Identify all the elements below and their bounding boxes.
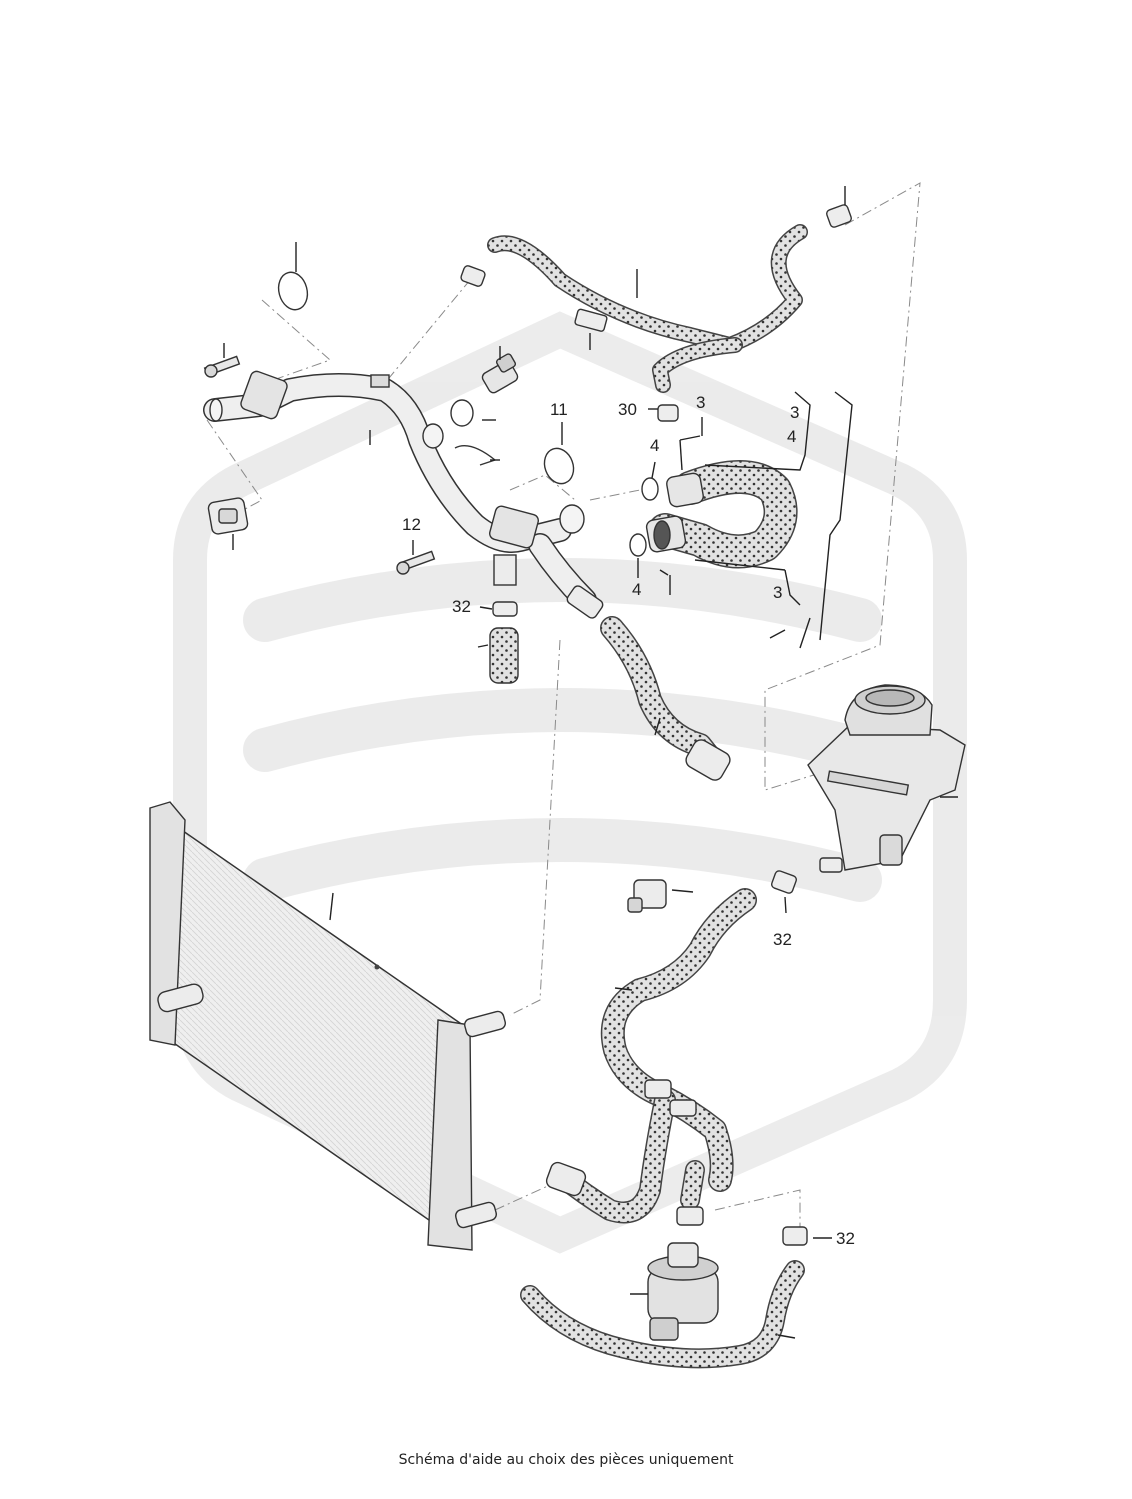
retaining-clip	[454, 445, 497, 466]
label-3-top: 3	[696, 393, 705, 412]
pipe-clamp-left	[207, 497, 249, 535]
label-32-lower: 32	[836, 1229, 855, 1248]
hose-clamp-top-right	[826, 204, 852, 228]
o-ring-sensor	[450, 399, 474, 427]
o-ring-upper-left	[277, 271, 309, 311]
hose-holder-clip	[574, 308, 608, 332]
hose-clamp-32-tank	[771, 870, 797, 894]
caption: Schéma d'aide au choix des pièces unique…	[398, 1452, 734, 1468]
label-3-right: 3	[790, 403, 799, 422]
electric-water-pump	[647, 1242, 719, 1341]
curved-hose-3	[645, 460, 798, 569]
coolant-pipe	[203, 370, 604, 619]
holder-bracket	[627, 879, 667, 913]
hose-clamp-top-left	[460, 265, 486, 287]
label-12: 12	[402, 515, 421, 534]
hose-clamp-30	[657, 404, 679, 422]
label-3-lower: 3	[773, 583, 782, 602]
hose-clamp-32-lower	[782, 1226, 808, 1246]
label-4-upper: 4	[650, 436, 659, 455]
upper-bleed-hose	[487, 224, 808, 393]
o-ring-4-upper	[641, 477, 659, 501]
o-ring-4-lower	[629, 533, 647, 557]
lower-coolant-hose	[545, 888, 757, 1224]
label-32-pipe: 32	[452, 597, 471, 616]
bottom-pump-hose	[520, 1260, 805, 1369]
bolt-upper	[203, 355, 241, 378]
label-30: 30	[618, 400, 637, 419]
label-11: 11	[550, 400, 568, 419]
expansion-tank	[807, 684, 966, 873]
radiator	[149, 801, 506, 1251]
short-hose-32	[489, 601, 519, 684]
label-4-right: 4	[787, 427, 796, 446]
temperature-sensor	[481, 353, 519, 394]
radiator-upper-hose	[600, 616, 731, 781]
label-32-tank: 32	[773, 930, 792, 949]
hose-clamp-pump	[676, 1206, 704, 1226]
label-4-lower: 4	[632, 580, 641, 599]
assembly-guide-lines	[206, 182, 921, 1230]
o-ring-11	[543, 447, 575, 485]
coolant-system-exploded-diagram: 30 3 3 4 11 4 12 32 4 3 32 32	[149, 182, 967, 1369]
bolt-12	[396, 550, 436, 575]
leader-lines	[223, 186, 958, 1339]
watermark-logo	[173, 311, 967, 1254]
